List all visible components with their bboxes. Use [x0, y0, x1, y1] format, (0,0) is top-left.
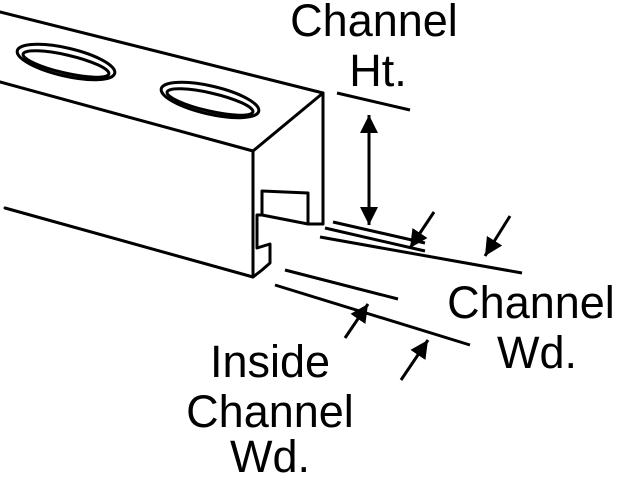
channel-wd-extension-bottom	[319, 235, 523, 275]
label-inside-channel-wd: Inside Channel Wd.	[186, 336, 354, 479]
channel-wd-extension-top	[324, 226, 426, 253]
label-inside-channel-wd-line3: Wd.	[230, 431, 310, 479]
channel-ht-extension-top	[336, 91, 411, 112]
label-channel-wd: Channel Wd.	[447, 277, 615, 378]
inside-wd-extension-top	[284, 268, 399, 301]
slot-left-inner	[21, 49, 111, 79]
channel-ht-dimension	[332, 91, 426, 245]
slot-left	[15, 42, 117, 82]
channel-top-back-edge	[0, 10, 325, 95]
channel-wd-dimension	[319, 211, 523, 275]
channel-ht-extension-bottom	[332, 220, 426, 245]
channel-inner-lip	[260, 213, 310, 226]
label-channel-ht: Channel Ht.	[290, 0, 458, 96]
inside-wd-arrow-right	[399, 339, 430, 381]
label-channel-wd-line1: Channel	[447, 277, 615, 328]
slots	[15, 42, 261, 120]
inside-wd-arrow-left	[343, 303, 370, 339]
channel-top-front-edge	[0, 80, 255, 153]
slot-right	[159, 80, 261, 120]
label-inside-channel-wd-line2: Channel	[186, 386, 354, 437]
inside-wd-extension-bottom	[274, 283, 471, 347]
label-channel-wd-line2: Wd.	[497, 327, 577, 378]
channel-body	[0, 10, 325, 279]
label-channel-ht-line1: Channel	[290, 0, 458, 46]
channel-wd-arrow-left	[408, 211, 436, 249]
inside-channel-wd-dimension	[274, 268, 471, 381]
channel-wd-arrow-right	[483, 215, 512, 257]
slot-right-inner	[165, 87, 255, 117]
label-inside-channel-wd-line1: Inside	[210, 336, 330, 387]
label-channel-ht-line2: Ht.	[349, 45, 407, 96]
channel-end-face	[251, 91, 325, 279]
channel-bottom-edge	[3, 206, 255, 279]
